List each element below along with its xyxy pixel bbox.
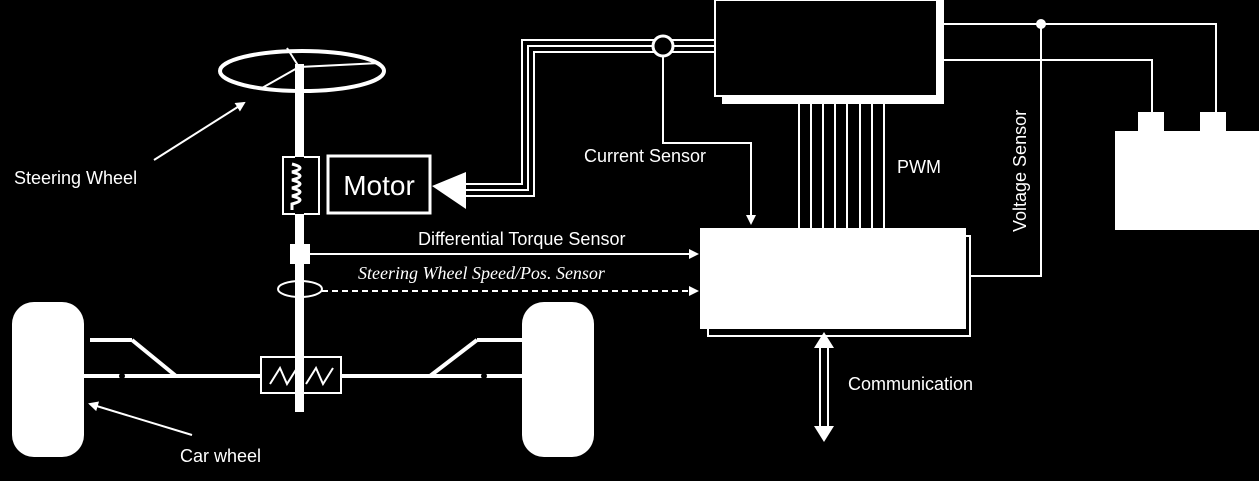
torque-sensor-block [290, 244, 310, 264]
tie-rod-joint-left [119, 373, 125, 379]
current-sensor-ring [651, 34, 675, 58]
steering-wheel-pointer [153, 101, 246, 161]
voltage-sensor-line [970, 24, 1042, 277]
ecu-box [700, 228, 971, 337]
motor-label: Motor [343, 170, 415, 201]
speed-sensor-ring [277, 280, 323, 298]
battery-wires [944, 23, 1217, 112]
motor-drive-triangle [432, 172, 466, 209]
speed-sensor-label: Steering Wheel Speed/Pos. Sensor [358, 263, 606, 283]
car-wheel-label: Car wheel [180, 446, 261, 466]
communication-label: Communication [848, 374, 973, 394]
rack-pinion-box [260, 356, 342, 412]
communication-arrow [814, 332, 834, 442]
current-sensor-label: Current Sensor [584, 146, 706, 166]
car-wheel-right [522, 302, 594, 457]
car-wheel-left [12, 302, 84, 457]
steering-column [295, 64, 304, 412]
motor-power-wires [466, 39, 715, 197]
pwm-label: PWM [897, 157, 941, 177]
torque-sensor-label: Differential Torque Sensor [418, 229, 625, 249]
steering-wheel-label: Steering Wheel [14, 168, 137, 188]
car-wheel-pointer [88, 401, 193, 436]
current-sensor-line [662, 56, 756, 225]
voltage-sensor-label: Voltage Sensor [1010, 110, 1030, 232]
tie-rod-joint-right [481, 373, 487, 379]
motor-box: Motor [326, 154, 432, 215]
battery [1115, 112, 1259, 230]
pwm-lines [798, 104, 885, 231]
torsion-coupling [282, 156, 320, 215]
inverter-box [714, 0, 944, 104]
